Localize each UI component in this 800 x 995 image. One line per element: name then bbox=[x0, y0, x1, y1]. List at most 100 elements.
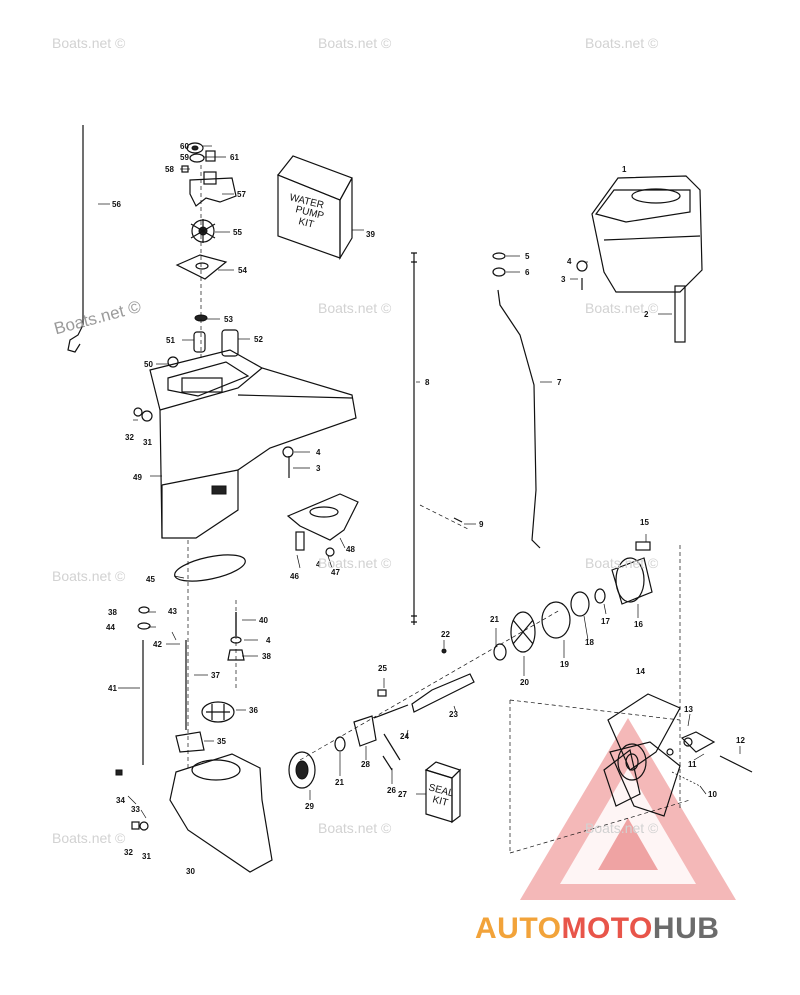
part-1-exhaust-housing bbox=[591, 175, 703, 293]
part-16-bearing-carrier bbox=[611, 557, 653, 605]
callout-1: 1 bbox=[622, 165, 627, 174]
callout-41: 41 bbox=[108, 684, 117, 693]
seal-kit-box: SEAL KIT bbox=[424, 761, 462, 824]
callout-40: 40 bbox=[259, 616, 268, 625]
callout-16: 16 bbox=[634, 620, 643, 629]
callout-6: 6 bbox=[525, 268, 530, 277]
brand-part1: AUTO bbox=[475, 912, 562, 945]
callout-27: 27 bbox=[398, 790, 407, 799]
brand-wordmark: AUTOMOTOHUB bbox=[475, 912, 719, 946]
callout-4b: 4 bbox=[316, 448, 321, 457]
callout-53: 53 bbox=[224, 315, 233, 324]
part-19-o-ring bbox=[541, 601, 571, 639]
callout-23: 23 bbox=[449, 710, 458, 719]
callout-42: 42 bbox=[153, 640, 162, 649]
callout-2: 2 bbox=[644, 310, 649, 319]
brand-triangle-logo bbox=[520, 718, 736, 900]
callout-33: 33 bbox=[131, 805, 140, 814]
part-20-pinion-gear bbox=[510, 611, 536, 653]
brand-part2: MOTO bbox=[561, 912, 653, 945]
callout-31: 31 bbox=[143, 438, 152, 447]
watermark: Boats.net © bbox=[52, 568, 126, 584]
callout-43: 43 bbox=[168, 607, 177, 616]
callout-58: 58 bbox=[165, 165, 174, 174]
part-8-driveshaft bbox=[411, 252, 417, 625]
callout-31b: 31 bbox=[142, 852, 151, 861]
callout-46: 46 bbox=[290, 572, 299, 581]
callout-3: 3 bbox=[561, 275, 566, 284]
callout-22: 22 bbox=[441, 630, 450, 639]
callout-32b: 32 bbox=[124, 848, 133, 857]
leader-lines bbox=[98, 145, 741, 819]
callout-4d: 4 bbox=[266, 636, 271, 645]
part-6-bushing bbox=[492, 267, 506, 277]
callout-50: 50 bbox=[144, 360, 153, 369]
callout-34: 34 bbox=[116, 796, 125, 805]
watermark: Boats.net © bbox=[585, 300, 659, 316]
watermark: Boats.net © bbox=[585, 820, 659, 836]
callout-4: 4 bbox=[567, 257, 572, 266]
part-45-gasket bbox=[174, 554, 246, 582]
lower-section-parts bbox=[115, 541, 653, 873]
part-5-washer bbox=[492, 252, 506, 260]
callout-36: 36 bbox=[249, 706, 258, 715]
watermark: Boats.net © bbox=[318, 820, 392, 836]
callout-60: 60 bbox=[180, 142, 189, 151]
callout-32: 32 bbox=[125, 433, 134, 442]
callout-47: 47 bbox=[331, 568, 340, 577]
water-pump-kit-box: WATER PUMP KIT bbox=[277, 155, 353, 261]
kit-label-line3: KIT bbox=[297, 216, 315, 230]
watermark: Boats.net © bbox=[318, 555, 392, 571]
callout-39: 39 bbox=[366, 230, 375, 239]
callout-49: 49 bbox=[133, 473, 142, 482]
part-7-shift-rod bbox=[497, 289, 541, 549]
callout-51: 51 bbox=[166, 336, 175, 345]
watermark: Boats.net © bbox=[318, 35, 392, 51]
callout-labels: 1 2 3 3 4 4 4 4 5 6 7 8 9 10 11 12 13 14… bbox=[106, 142, 745, 876]
callout-35: 35 bbox=[217, 737, 226, 746]
watermark: Boats.net © bbox=[318, 300, 392, 316]
callout-61: 61 bbox=[230, 153, 239, 162]
callout-29: 29 bbox=[305, 802, 314, 811]
prop-nut-hardware bbox=[666, 731, 753, 787]
watermark: Boats.net © bbox=[585, 35, 659, 51]
part-2-tube bbox=[674, 285, 686, 343]
callout-37: 37 bbox=[211, 671, 220, 680]
part-48-cover bbox=[282, 446, 359, 557]
callout-5: 5 bbox=[525, 252, 530, 261]
callout-11: 11 bbox=[688, 760, 697, 769]
watermark: Boats.net © bbox=[52, 830, 126, 846]
part-49-driveshaft-housing bbox=[133, 349, 357, 539]
callout-19: 19 bbox=[560, 660, 569, 669]
callout-59: 59 bbox=[180, 153, 189, 162]
callout-7: 7 bbox=[557, 378, 562, 387]
seal-kit-label-line2: KIT bbox=[431, 794, 449, 809]
callout-9: 9 bbox=[479, 520, 484, 529]
brand-part3: HUB bbox=[652, 912, 720, 945]
callout-25: 25 bbox=[378, 664, 387, 673]
callout-26: 26 bbox=[387, 786, 396, 795]
callout-4c: 4 bbox=[316, 560, 321, 569]
callout-10: 10 bbox=[708, 790, 717, 799]
callout-44: 44 bbox=[106, 623, 115, 632]
callout-30: 30 bbox=[186, 867, 195, 876]
callout-24: 24 bbox=[400, 732, 409, 741]
callout-21b: 21 bbox=[335, 778, 344, 787]
callout-21: 21 bbox=[490, 615, 499, 624]
callout-48: 48 bbox=[346, 545, 355, 554]
callout-12: 12 bbox=[736, 736, 745, 745]
callout-17: 17 bbox=[601, 617, 610, 626]
callout-13: 13 bbox=[684, 705, 693, 714]
callout-3b: 3 bbox=[316, 464, 321, 473]
callout-8: 8 bbox=[425, 378, 430, 387]
callout-57: 57 bbox=[237, 190, 246, 199]
callout-56: 56 bbox=[112, 200, 121, 209]
callout-28: 28 bbox=[361, 760, 370, 769]
propeller bbox=[603, 693, 681, 817]
callout-55: 55 bbox=[233, 228, 242, 237]
water-pump-parts bbox=[167, 142, 239, 368]
callout-38b: 38 bbox=[262, 652, 271, 661]
callout-38: 38 bbox=[108, 608, 117, 617]
callout-52: 52 bbox=[254, 335, 263, 344]
